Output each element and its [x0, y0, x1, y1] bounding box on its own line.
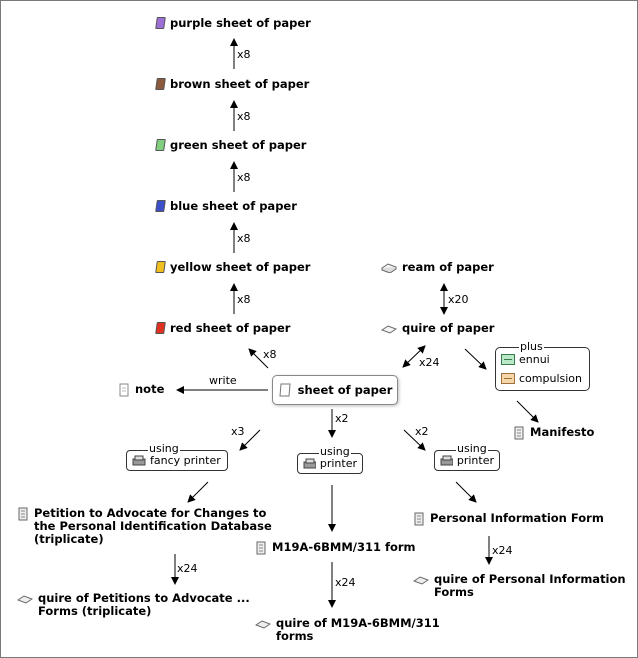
qty-label: x24	[419, 356, 440, 369]
blue-paper-icon	[155, 200, 166, 212]
arrow-quire-to-plus	[464, 348, 487, 370]
purple-paper-icon	[155, 17, 166, 29]
qty-label: x8	[237, 232, 251, 245]
node-blue-sheet[interactable]: blue sheet of paper	[155, 199, 297, 213]
node-label: Petition to Advocate for Changes to the …	[34, 506, 272, 546]
qty-label: x2	[415, 425, 429, 438]
using-label: using	[148, 442, 180, 455]
manifesto-icon	[514, 426, 524, 440]
node-personal-information-form[interactable]: Personal Information Form	[413, 512, 604, 526]
printer-icon	[303, 458, 316, 469]
write-label: write	[209, 374, 237, 387]
node-label: brown sheet of paper	[170, 77, 310, 91]
node-red-sheet[interactable]: red sheet of paper	[155, 321, 291, 335]
printer-icon	[440, 455, 453, 466]
yellow-paper-icon	[155, 261, 166, 273]
form-icon	[256, 541, 266, 555]
qty-label: x2	[335, 412, 349, 425]
node-label: blue sheet of paper	[170, 199, 297, 213]
quire-icon	[255, 620, 271, 629]
qty-label: x20	[448, 293, 469, 306]
node-label: quire of Personal Information Forms	[434, 572, 626, 599]
node-manifesto[interactable]: Manifesto	[513, 426, 594, 440]
node-quire-of-personal-information-forms[interactable]: quire of Personal Information Forms	[413, 573, 631, 599]
node-label: quire of Petitions to Advocate ... Forms…	[38, 591, 250, 618]
node-note[interactable]: note	[118, 383, 164, 397]
node-petition-form[interactable]: Petition to Advocate for Changes to the …	[17, 507, 279, 546]
node-label: note	[135, 382, 165, 396]
arrow-plus-to-manifesto	[516, 400, 539, 423]
quire-icon	[381, 325, 397, 334]
using-label: using	[456, 442, 488, 455]
qty-label: x24	[177, 562, 198, 575]
node-sheet-of-paper[interactable]: sheet of paper	[272, 375, 398, 405]
node-m19a-form[interactable]: M19A-6BMM/311 form	[255, 541, 416, 555]
node-label: M19A-6BMM/311 form	[272, 540, 416, 554]
node-label: purple sheet of paper	[170, 16, 311, 30]
ingredient-ennui[interactable]: ennui	[501, 353, 550, 366]
brown-paper-icon	[155, 78, 166, 90]
ingredient-compulsion[interactable]: compulsion	[501, 372, 582, 385]
node-label: yellow sheet of paper	[170, 260, 311, 274]
node-label: quire of M19A-6BMM/311 forms	[276, 616, 440, 643]
ingredient-label: compulsion	[519, 372, 582, 385]
green-paper-icon	[155, 139, 166, 151]
sheet-icon	[279, 383, 291, 397]
arrow-printer-right-to-pif	[455, 481, 477, 503]
qty-label: x8	[237, 293, 251, 306]
ream-icon	[381, 263, 397, 273]
node-label: sheet of paper	[297, 383, 393, 397]
node-quire[interactable]: quire of paper	[381, 322, 494, 335]
node-label: Manifesto	[530, 425, 595, 439]
node-green-sheet[interactable]: green sheet of paper	[155, 138, 307, 152]
node-label: ream of paper	[402, 260, 494, 274]
arrow-sheet-to-fancy	[239, 429, 261, 451]
tool-label: printer	[319, 457, 357, 470]
qty-label: x8	[263, 348, 277, 361]
red-paper-icon	[155, 322, 166, 334]
ingredient-label: ennui	[519, 353, 550, 366]
tool-label: printer	[456, 454, 494, 467]
tool-printer-right[interactable]: printer	[434, 450, 500, 471]
node-label: green sheet of paper	[170, 138, 307, 152]
compulsion-icon	[501, 373, 515, 384]
tool-label: fancy printer	[150, 454, 221, 467]
node-purple-sheet[interactable]: purple sheet of paper	[155, 16, 311, 30]
fancy-printer-icon	[132, 455, 146, 466]
arrow-sheet-to-red	[248, 348, 269, 369]
plus-label: plus	[519, 340, 544, 353]
form-icon	[18, 507, 28, 521]
node-brown-sheet[interactable]: brown sheet of paper	[155, 77, 310, 91]
qty-label: x8	[237, 110, 251, 123]
node-label: quire of paper	[402, 321, 495, 335]
node-yellow-sheet[interactable]: yellow sheet of paper	[155, 260, 311, 274]
qty-label: x8	[237, 171, 251, 184]
form-icon	[414, 512, 424, 526]
qty-label: x24	[492, 544, 513, 557]
node-quire-of-m19a-forms[interactable]: quire of M19A-6BMM/311 forms	[255, 617, 475, 643]
tool-printer-mid[interactable]: printer	[297, 453, 363, 474]
using-label: using	[319, 445, 351, 458]
quire-icon	[17, 595, 33, 604]
arrow-sheet-to-printer-right	[403, 429, 426, 451]
node-quire-of-petitions[interactable]: quire of Petitions to Advocate ... Forms…	[17, 592, 252, 618]
arrow-fancy-to-petition	[187, 481, 209, 503]
arrow-sheet-quire	[402, 345, 426, 368]
qty-label: x8	[237, 48, 251, 61]
ennui-icon	[501, 354, 515, 365]
node-label: Personal Information Form	[430, 511, 604, 525]
node-label: red sheet of paper	[170, 321, 291, 335]
qty-label: x3	[231, 425, 245, 438]
node-ream[interactable]: ream of paper	[381, 261, 494, 274]
quire-icon	[413, 576, 429, 585]
qty-label: x24	[335, 576, 356, 589]
note-icon	[119, 383, 129, 397]
